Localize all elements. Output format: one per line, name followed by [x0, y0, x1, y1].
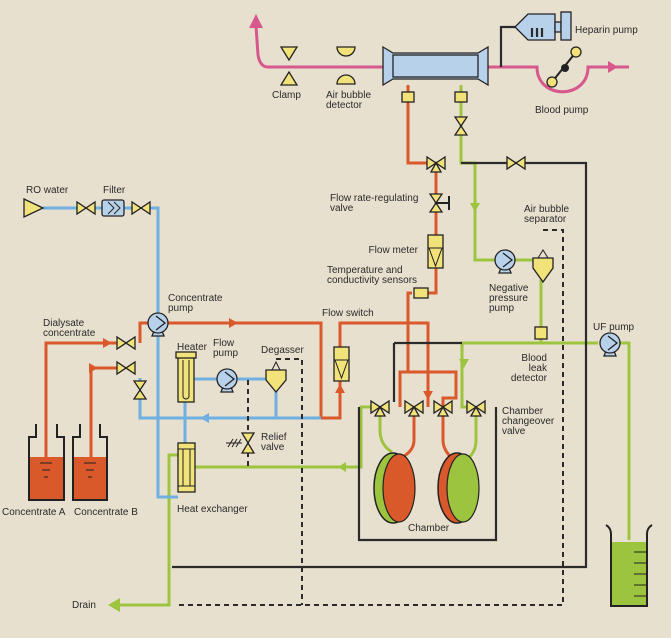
- flow-switch: [333, 346, 350, 382]
- valve-icon: [506, 155, 526, 171]
- filter-icon: [101, 199, 125, 217]
- label-clamp: Clamp: [272, 90, 301, 101]
- valve-icon: [116, 360, 136, 376]
- relief-valve-icon: [226, 432, 256, 454]
- label-concentrate-a: Concentrate A: [2, 507, 66, 518]
- valve-icon: [453, 116, 469, 136]
- pump-icon: [216, 368, 238, 393]
- valve-icon: [76, 200, 96, 216]
- arrow-icon: [249, 14, 263, 28]
- label-filter: Filter: [103, 185, 126, 196]
- water-lines: [43, 206, 321, 499]
- valve-icon: [131, 200, 151, 216]
- valve-port-icon: [407, 405, 421, 417]
- dialyzer: [382, 45, 489, 87]
- chamber-left: [373, 452, 416, 524]
- degasser: [265, 360, 287, 394]
- clamp-icon: [279, 46, 299, 86]
- labels: Heparin pump Blood pump Clamp Air bubble…: [2, 25, 638, 611]
- label-drain: Drain: [72, 600, 96, 611]
- used-dialysate-lines: [108, 85, 631, 612]
- label-ro-water: RO water: [26, 185, 69, 196]
- air-bubble-detector-icon: [336, 46, 356, 85]
- valve-icon: [132, 380, 148, 400]
- label-flow-meter: Flow meter: [369, 245, 419, 256]
- pumps: [147, 249, 621, 393]
- heat-exchanger: [177, 442, 196, 493]
- heparin-pump-icon: [499, 11, 572, 67]
- valve-port-icon: [429, 161, 443, 173]
- label-blood-pump: Blood pump: [535, 105, 589, 116]
- ro-water-inlet-icon: [23, 197, 45, 219]
- pump-icon: [599, 332, 621, 357]
- uf-measuring-cylinder: [605, 524, 653, 607]
- arrow-icon: [608, 61, 618, 73]
- flow-arrow-icon: [200, 413, 209, 423]
- heater: [175, 351, 197, 403]
- pump-icon: [494, 249, 516, 274]
- chamber-fresh-lines: [403, 413, 454, 460]
- concentrate-a-tank: [28, 424, 65, 501]
- label-heater: Heater: [177, 342, 208, 353]
- blood-return-line: [254, 25, 383, 69]
- label-heat-exchanger: Heat exchanger: [177, 504, 248, 515]
- valves: [76, 116, 526, 417]
- flow-meter: [427, 234, 444, 269]
- temperature-conductivity-sensor: [413, 287, 429, 299]
- air-separator-vent-line: [175, 229, 564, 606]
- sensor-box: [401, 91, 415, 103]
- valve-port-icon: [436, 405, 450, 417]
- label-flow-switch: Flow switch: [322, 308, 374, 319]
- air-bubble-separator: [532, 249, 554, 284]
- blood-leak-detector: [534, 326, 548, 340]
- label-concentrate-b: Concentrate B: [74, 507, 138, 518]
- valve-port-icon: [469, 405, 483, 417]
- pump-icon: [147, 312, 169, 337]
- label-chamber: Chamber: [408, 523, 450, 534]
- sensor-box: [454, 91, 468, 103]
- blood-inlet-line: [488, 65, 629, 94]
- chamber-frame: [357, 341, 498, 542]
- valve-icon: [116, 335, 136, 351]
- flow-rate-regulating-valve-handle: [436, 196, 450, 210]
- blood-pump-rotor-icon: [546, 46, 582, 88]
- drain-arrow-icon: [108, 598, 120, 612]
- label-degasser: Degasser: [261, 345, 304, 356]
- valve-port-icon: [373, 405, 387, 417]
- blood-circuit: [249, 11, 629, 94]
- concentrate-b-tank: [72, 424, 108, 501]
- label-uf-pump: UF pump: [593, 322, 635, 333]
- label-heparin-pump: Heparin pump: [575, 25, 638, 36]
- chamber-right: [437, 452, 480, 524]
